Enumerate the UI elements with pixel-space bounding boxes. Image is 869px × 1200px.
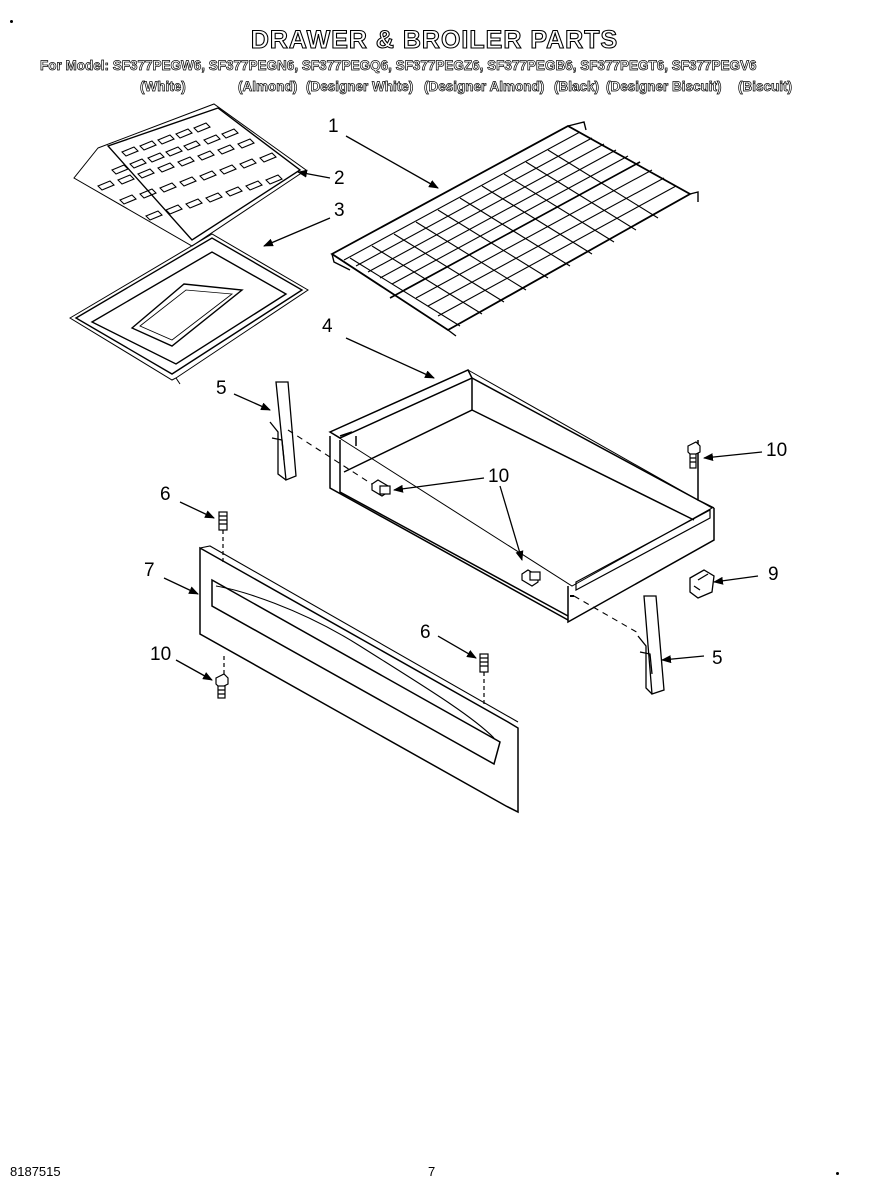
callout-9: 9 [768,564,779,585]
screw-6-upper [218,511,228,562]
color-white: (White) [140,79,186,95]
document-number: 8187515 [10,1164,61,1179]
screw-10-middle [371,479,391,497]
corner-mark [10,20,13,23]
drawer-pan [328,369,715,624]
page-number: 7 [428,1164,436,1179]
model-list: For Model: SF377PEGW6, SF377PEGN6, SF377… [40,58,757,74]
callout-5-left: 5 [216,378,227,399]
color-black: (Black) [554,79,600,95]
color-almond: (Almond) [238,79,298,95]
color-designer-white: (Designer White) [306,79,414,95]
callout-10-left: 10 [150,644,171,665]
callout-7: 7 [144,560,155,581]
drawer-slide-left [269,381,297,481]
corner-mark [836,1172,839,1175]
drawer-front-panel [199,545,519,814]
screw-10-top-right [687,441,701,469]
callout-2: 2 [334,168,345,189]
broiler-pan [69,233,309,385]
screw-6-lower [479,653,489,706]
callout-6-upper: 6 [160,484,171,505]
callout-10-middle: 10 [488,466,509,487]
page-title: DRAWER & BROILER PARTS [250,25,619,54]
callout-3: 3 [334,200,345,221]
screw-10-lower-center [521,569,541,587]
callout-10-right: 10 [766,440,787,461]
color-designer-almond: (Designer Almond) [424,79,545,95]
leader-arrows [163,135,763,681]
drawer-slide-right [637,595,665,695]
callout-4: 4 [322,316,333,337]
oven-rack [330,121,699,337]
slide-guide-lines [287,429,641,635]
broiler-grid [73,103,307,247]
screw-10-bottom-left [215,656,229,699]
callout-6-lower: 6 [420,622,431,643]
color-designer-biscuit: (Designer Biscuit) [606,79,722,95]
color-biscuit: (Biscuit) [738,79,793,95]
callout-5-right: 5 [712,648,723,669]
callout-1: 1 [328,116,339,137]
drawer-clip [689,569,715,599]
